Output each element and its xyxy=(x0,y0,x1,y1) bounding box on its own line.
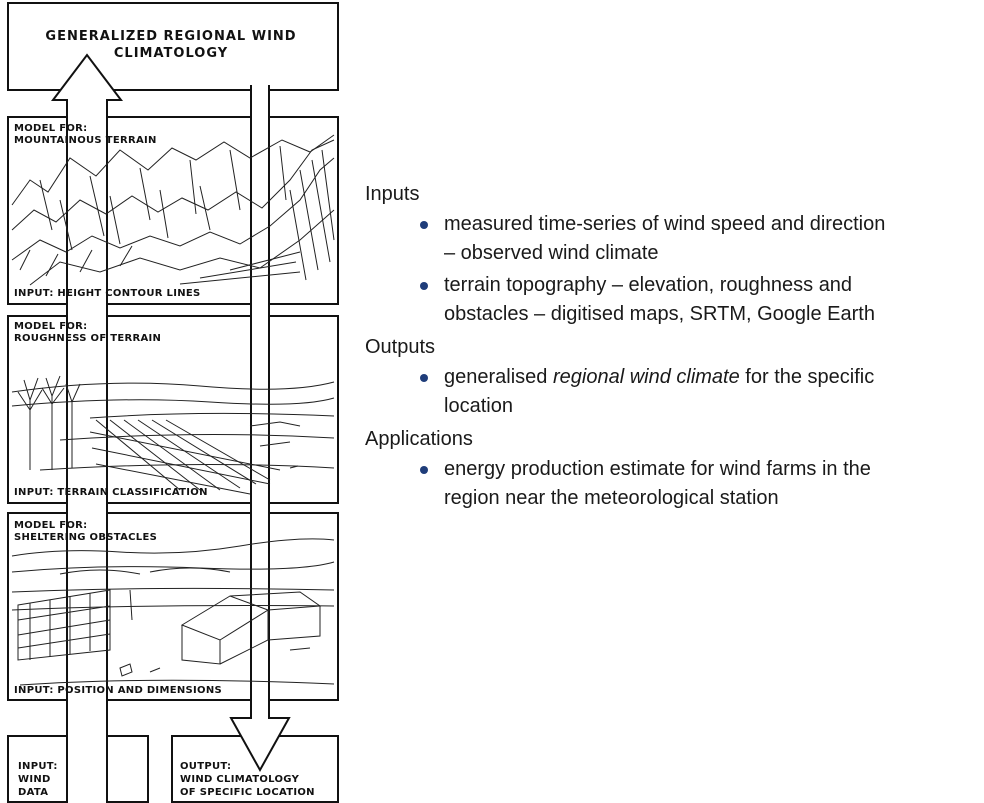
outputs-heading: Outputs xyxy=(365,336,436,358)
panel-obstacles-input: INPUT: POSITION AND DIMENSIONS xyxy=(14,685,222,696)
mountain-sketch xyxy=(11,134,335,286)
climatology-title: GENERALIZED REGIONAL WIND CLIMATOLOGY xyxy=(10,28,332,62)
obstacles-sketch xyxy=(11,538,335,686)
bullet-icon xyxy=(420,374,428,382)
inputs-bullet2-line2: obstacles – digitised maps, SRTM, Google… xyxy=(444,303,875,325)
applications-list: energy production estimate for wind farm… xyxy=(365,455,975,513)
applications-bullet1-line2: region near the meteorological station xyxy=(444,487,779,509)
list-item: generalised regional wind climate for th… xyxy=(365,363,975,421)
output-line1: OUTPUT: xyxy=(180,761,232,772)
panel-mountain-box xyxy=(7,116,339,305)
panel-obstacles-model-line1: MODEL FOR: xyxy=(14,520,88,531)
applications-heading: Applications xyxy=(365,428,473,450)
panel-roughness-model-line2: ROUGHNESS OF TERRAIN xyxy=(14,333,162,344)
inputs-bullet2-line1: terrain topography – elevation, roughnes… xyxy=(444,274,853,296)
panel-roughness-input: INPUT: TERRAIN CLASSIFICATION xyxy=(14,487,208,498)
panel-mountain-input: INPUT: HEIGHT CONTOUR LINES xyxy=(14,288,201,299)
bullet-icon xyxy=(420,282,428,290)
applications-bullet1-line1: energy production estimate for wind farm… xyxy=(444,458,871,480)
bullet-icon xyxy=(420,466,428,474)
panel-roughness-model-line1: MODEL FOR: xyxy=(14,321,88,332)
output-line2: WIND CLIMATOLOGY xyxy=(180,774,300,785)
panel-mountain-model-line2: MOUNTAINOUS TERRAIN xyxy=(14,135,157,146)
wind-data-line3: DATA xyxy=(18,787,49,798)
down-arrow xyxy=(229,85,291,773)
outputs-bullet1-em: regional wind climate xyxy=(552,366,740,388)
output-label: OUTPUT: WIND CLIMATOLOGY OF SPECIFIC LOC… xyxy=(180,760,315,799)
list-item: terrain topography – elevation, roughnes… xyxy=(365,271,975,329)
output-line3: OF SPECIFIC LOCATION xyxy=(180,787,315,798)
roughness-sketch xyxy=(11,375,335,495)
wind-data-line2: WIND xyxy=(18,774,51,785)
panel-mountain-model-line1: MODEL FOR: xyxy=(14,123,88,134)
list-item: measured time-series of wind speed and d… xyxy=(365,210,975,268)
panel-obstacles-box xyxy=(7,512,339,701)
inputs-heading: Inputs xyxy=(365,183,420,205)
panel-roughness-model: MODEL FOR: ROUGHNESS OF TERRAIN xyxy=(14,321,161,345)
list-item: energy production estimate for wind farm… xyxy=(365,455,975,513)
wind-data-line1: INPUT: xyxy=(18,761,58,772)
outputs-bullet1-pre: generalised xyxy=(444,366,553,388)
panel-mountain-model: MODEL FOR: MOUNTAINOUS TERRAIN xyxy=(14,123,157,147)
inputs-list: measured time-series of wind speed and d… xyxy=(365,210,975,329)
outputs-bullet1-line2: location xyxy=(444,395,513,417)
inputs-bullet1-line1: measured time-series of wind speed and d… xyxy=(444,213,886,235)
bullet-icon xyxy=(420,221,428,229)
inputs-bullet1-line2: – observed wind climate xyxy=(444,242,659,264)
bullet-text-block: Inputs measured time-series of wind spee… xyxy=(365,180,975,517)
wind-data-label: INPUT: WIND DATA xyxy=(18,760,58,799)
diagram-drawing xyxy=(7,2,339,803)
wind-atlas-diagram: GENERALIZED REGIONAL WIND CLIMATOLOGY MO… xyxy=(0,0,350,803)
panel-obstacles-model-line2: SHELTERING OBSTACLES xyxy=(14,532,158,543)
climatology-box xyxy=(7,2,339,91)
climatology-title-line1: GENERALIZED REGIONAL WIND xyxy=(45,29,297,44)
outputs-bullet1-post: for the specific xyxy=(739,366,875,388)
panel-roughness-box xyxy=(7,315,339,504)
panel-obstacles-model: MODEL FOR: SHELTERING OBSTACLES xyxy=(14,520,157,544)
outputs-list: generalised regional wind climate for th… xyxy=(365,363,975,421)
climatology-title-line2: CLIMATOLOGY xyxy=(113,46,229,61)
